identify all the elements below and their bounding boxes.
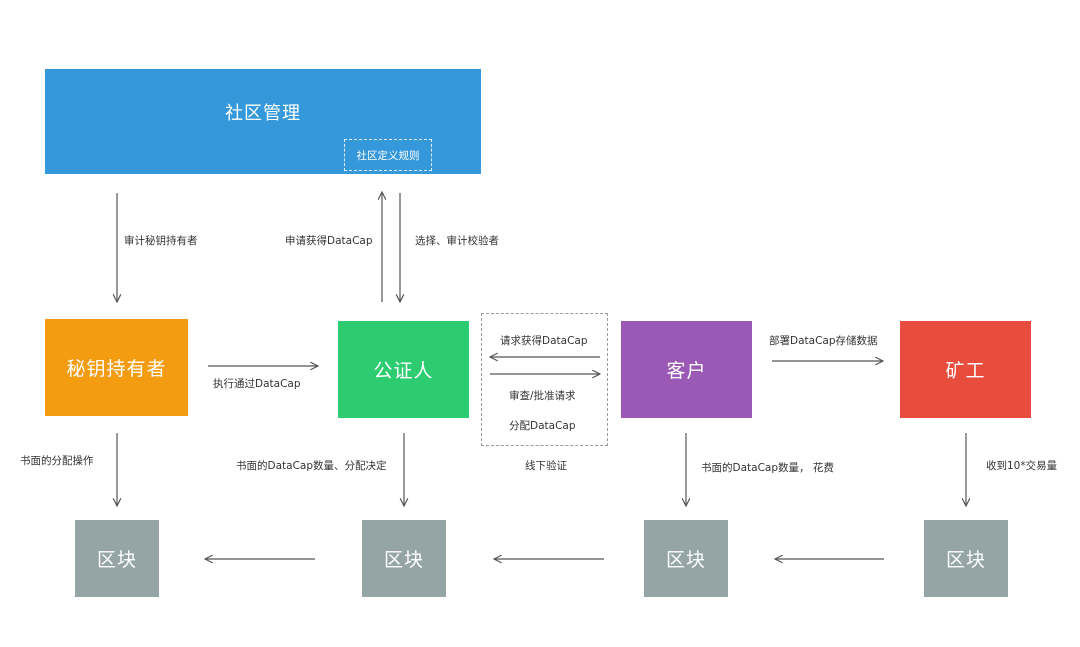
edge-label-written-allocation: 书面的分配操作 [20,455,94,467]
edge-label-receive-10x-volume: 收到10*交易量 [986,460,1058,472]
edge-label-offline-verification: 线下验证 [525,460,567,472]
edge-label-allocate-datacap: 分配DataCap [509,420,576,432]
community-rule-box: 社区定义规则 [344,139,432,171]
client-node: 客户 [621,321,752,418]
community-management-title: 社区管理 [225,103,301,124]
edge-label-deploy-datacap-storage: 部署DataCap存储数据 [769,335,878,347]
block-node-1: 区块 [75,520,159,597]
edge-label-apply-datacap: 申请获得DataCap [285,235,373,247]
notary-node: 公证人 [338,321,469,418]
edge-label-request-datacap: 请求获得DataCap [500,335,588,347]
edge-label-select-audit-verifier: 选择、审计校验者 [415,235,499,247]
block-node-3: 区块 [644,520,728,597]
miner-node: 矿工 [900,321,1031,418]
edge-label-written-datacap-decision: 书面的DataCap数量、分配决定 [236,460,387,472]
edge-label-review-approve: 审查/批准请求 [509,390,576,402]
offline-verification-box [481,313,608,446]
edge-label-execute-via-datacap: 执行通过DataCap [213,378,301,390]
block-node-4: 区块 [924,520,1008,597]
community-management-node: 社区管理 社区定义规则 [45,69,481,174]
edge-label-audit-keyholder: 审计秘钥持有者 [124,235,198,247]
block-node-2: 区块 [362,520,446,597]
edge-label-written-datacap-spend: 书面的DataCap数量， 花费 [701,462,834,474]
keyholder-node: 秘钥持有者 [45,319,188,416]
